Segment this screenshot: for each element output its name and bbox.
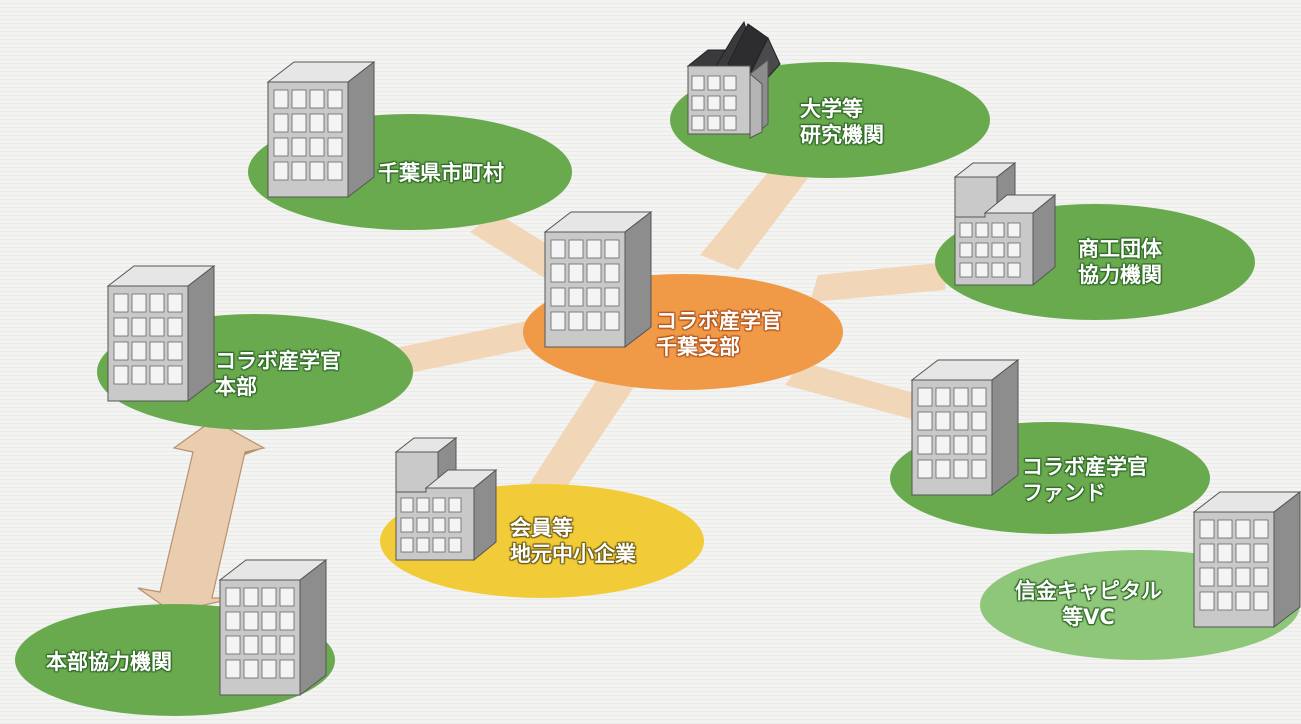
- label-municipalities-line1: 千葉県市町村: [378, 161, 504, 185]
- label-members-line2: 地元中小企業: [510, 542, 636, 566]
- building-hq-partners-icon: [219, 559, 327, 696]
- label-vc-line2: 等VC: [1062, 605, 1115, 629]
- label-fund: コラボ産学官 ファンド: [1022, 454, 1148, 506]
- connector-commerce: [810, 262, 948, 302]
- connector-headquarters: [395, 320, 532, 376]
- label-center: コラボ産学官 千葉支部: [656, 308, 782, 360]
- label-commerce-line1: 商工団体: [1078, 237, 1162, 261]
- label-vc: 信金キャピタル 等VC: [1015, 578, 1162, 630]
- building-headquarters-icon: [107, 265, 215, 402]
- label-universities: 大学等 研究機関: [800, 96, 884, 148]
- label-fund-line2: ファンド: [1022, 481, 1106, 505]
- label-members-line1: 会員等: [510, 516, 573, 540]
- building-members-icon: [395, 437, 497, 561]
- building-center-icon: [544, 211, 652, 348]
- label-center-line1: コラボ産学官: [656, 309, 782, 333]
- label-commerce-line2: 協力機関: [1078, 263, 1162, 287]
- building-fund-icon: [911, 359, 1019, 496]
- label-universities-line1: 大学等: [800, 97, 863, 121]
- building-commerce-icon: [954, 162, 1056, 286]
- building-vc-icon: [1193, 491, 1301, 628]
- label-hq-partners-line1: 本部協力機関: [46, 650, 172, 674]
- building-municipalities-icon: [267, 61, 375, 198]
- label-vc-line1: 信金キャピタル: [1015, 579, 1162, 603]
- building-university-icon: [686, 20, 781, 140]
- label-headquarters-line2: 本部: [215, 375, 257, 399]
- label-fund-line1: コラボ産学官: [1022, 455, 1148, 479]
- connector-universities: [700, 170, 808, 270]
- label-members: 会員等 地元中小企業: [510, 515, 636, 567]
- label-universities-line2: 研究機関: [800, 123, 884, 147]
- label-center-line2: 千葉支部: [656, 335, 740, 359]
- label-municipalities: 千葉県市町村: [378, 160, 504, 186]
- label-hq-partners: 本部協力機関: [46, 649, 172, 675]
- label-commerce: 商工団体 協力機関: [1078, 236, 1162, 288]
- connector-members: [528, 375, 640, 488]
- connector-fund: [785, 362, 925, 420]
- label-headquarters-line1: コラボ産学官: [215, 349, 341, 373]
- connectors: [395, 170, 948, 488]
- label-headquarters: コラボ産学官 本部: [215, 348, 341, 400]
